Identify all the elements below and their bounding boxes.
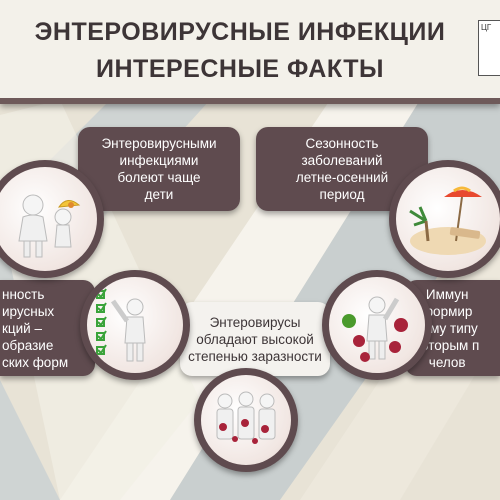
children-circle <box>0 160 104 278</box>
virus-person-icon <box>342 296 408 362</box>
checklist-circle <box>80 270 190 380</box>
fact-contagious-box: Энтеровирусы обладают высокой степенью з… <box>180 302 330 376</box>
group-circle <box>194 368 298 472</box>
fact-variety-box: нность ирусных кций – образие ских форм <box>0 280 95 376</box>
children-icon <box>18 194 81 258</box>
fact-children-box: Энтеровирусными инфекциями болеют чаще д… <box>78 127 240 211</box>
beach-umbrella-icon <box>409 186 486 255</box>
header-banner: ЭНТЕРОВИРУСНЫЕ ИНФЕКЦИИ ИНТЕРЕСНЫЕ ФАКТЫ… <box>0 0 500 104</box>
corner-badge: ЦГ <box>478 20 500 76</box>
fact-children-text: Энтеровирусными инфекциями болеют чаще д… <box>101 136 217 202</box>
fact-variety-text: нность ирусных кций – образие ских форм <box>2 286 69 370</box>
fact-seasonality-text: Сезонность заболеваний летне-осенний пер… <box>295 136 389 202</box>
fact-seasonality-box: Сезонность заболеваний летне-осенний пер… <box>256 127 428 211</box>
beach-circle <box>389 160 500 278</box>
group-virus-icon <box>216 391 276 444</box>
fact-contagious-text: Энтеровирусы обладают высокой степенью з… <box>188 314 322 364</box>
title-line-2: ИНТЕРЕСНЫЕ ФАКТЫ <box>96 55 384 83</box>
checklist-person-icon <box>96 288 146 362</box>
virus-circle <box>322 270 432 380</box>
title-line-1: ЭНТЕРОВИРУСНЫЕ ИНФЕКЦИИ <box>34 18 446 46</box>
